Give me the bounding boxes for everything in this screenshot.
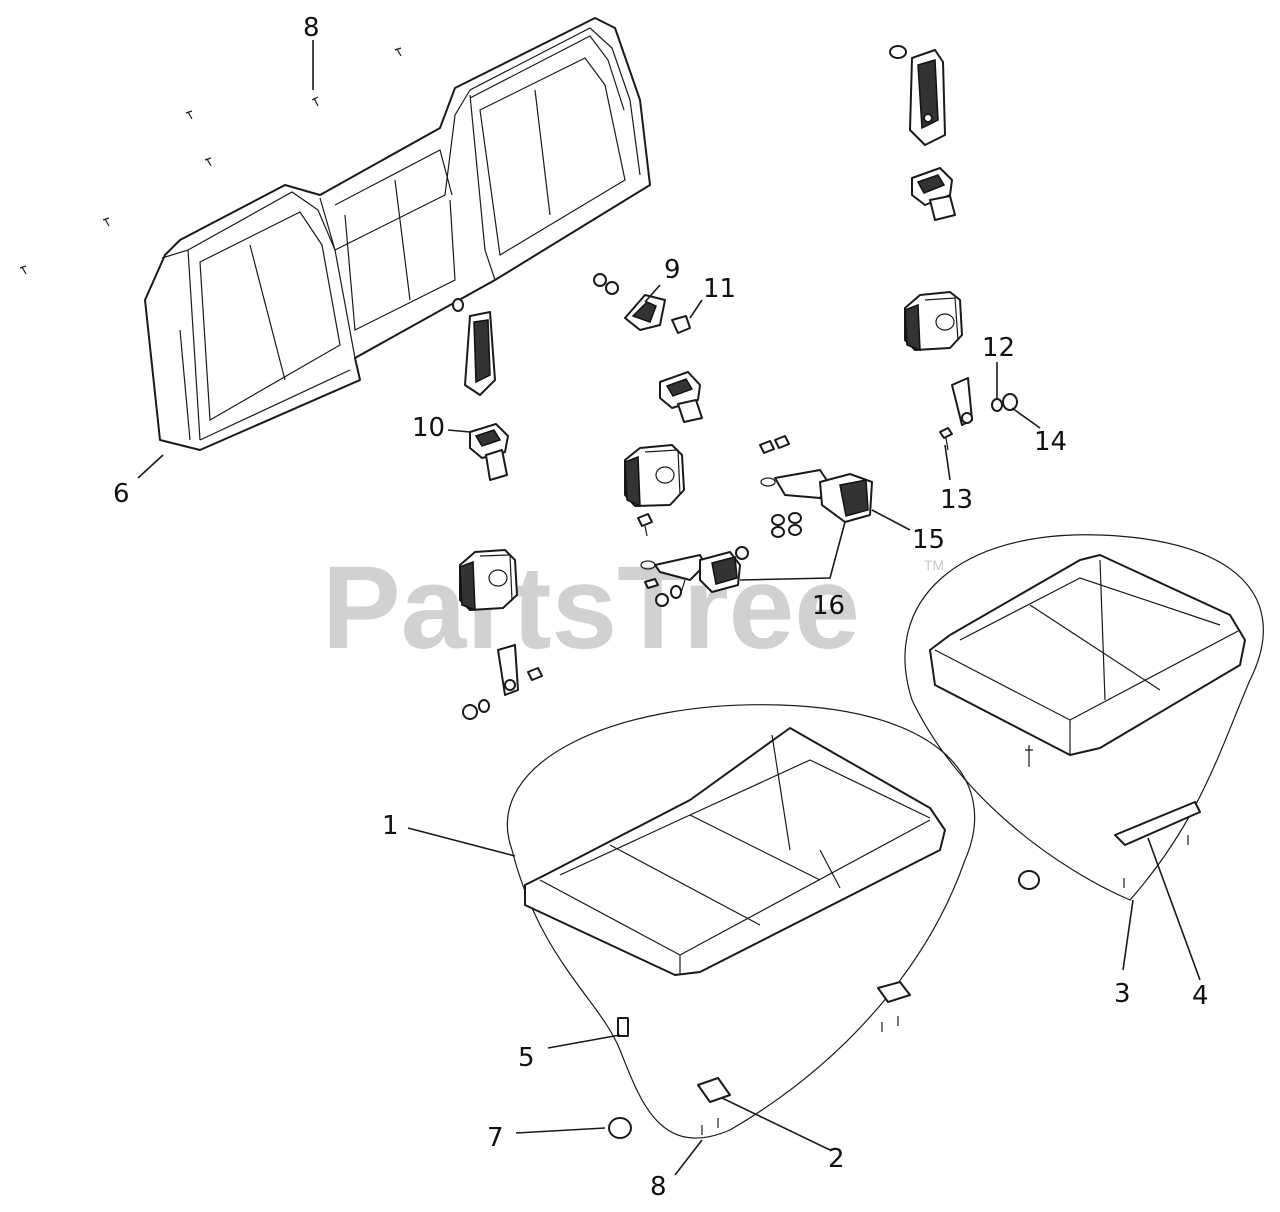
callout-4: 4: [1192, 981, 1209, 1011]
center-belt-buckle[interactable]: [659, 371, 703, 423]
watermark-text: PartsTree: [322, 542, 860, 674]
callout-7: 7: [487, 1123, 504, 1153]
seat-belt-buckle-assembly-16[interactable]: [640, 546, 749, 607]
retractor-left[interactable]: [459, 549, 518, 612]
right-seat-bumper[interactable]: [1018, 870, 1040, 890]
retractor-upper-right[interactable]: [904, 291, 963, 352]
left-seat-cushion[interactable]: [506, 704, 976, 1139]
right-seat-cushion[interactable]: [904, 534, 1264, 901]
callout-1: 1: [382, 811, 399, 841]
left-belt-buckle[interactable]: [469, 423, 509, 481]
callout-6: 6: [113, 479, 130, 509]
callout-13: 13: [940, 485, 973, 515]
center-belt-anchor[interactable]: [593, 273, 691, 334]
callout-8-bottom: 8: [650, 1172, 667, 1202]
callout-14: 14: [1034, 427, 1067, 457]
seat-belt-buckle-assembly-15[interactable]: [759, 435, 873, 538]
right-belt-anchor[interactable]: [889, 45, 946, 146]
callout-labels: 8 6 9 11 10 12 13 14 15 16 1 5 7 2 8 3 4: [113, 13, 1209, 1202]
backrest-part[interactable]: [144, 17, 651, 451]
left-belt-anchor[interactable]: [452, 298, 496, 396]
right-belt-buckle-upper[interactable]: [911, 167, 956, 221]
callout-11: 11: [703, 274, 736, 304]
callout-15: 15: [912, 525, 945, 555]
callout-2: 2: [828, 1144, 845, 1174]
callout-5: 5: [518, 1043, 535, 1073]
left-seat-bumper[interactable]: [608, 1117, 632, 1139]
callout-16: 16: [812, 591, 845, 621]
mounting-bracket-left[interactable]: [462, 644, 543, 720]
leader-lines: [137, 40, 1201, 1176]
callout-8-top: 8: [303, 13, 320, 43]
callout-12: 12: [982, 333, 1015, 363]
callout-9: 9: [664, 255, 681, 285]
mounting-bracket-right[interactable]: [939, 377, 1018, 451]
retractor-center[interactable]: [624, 444, 685, 537]
callout-10: 10: [412, 413, 445, 443]
watermark-trademark: TM: [924, 557, 944, 573]
backrest-screws[interactable]: [19, 47, 402, 275]
callout-3: 3: [1114, 979, 1131, 1009]
